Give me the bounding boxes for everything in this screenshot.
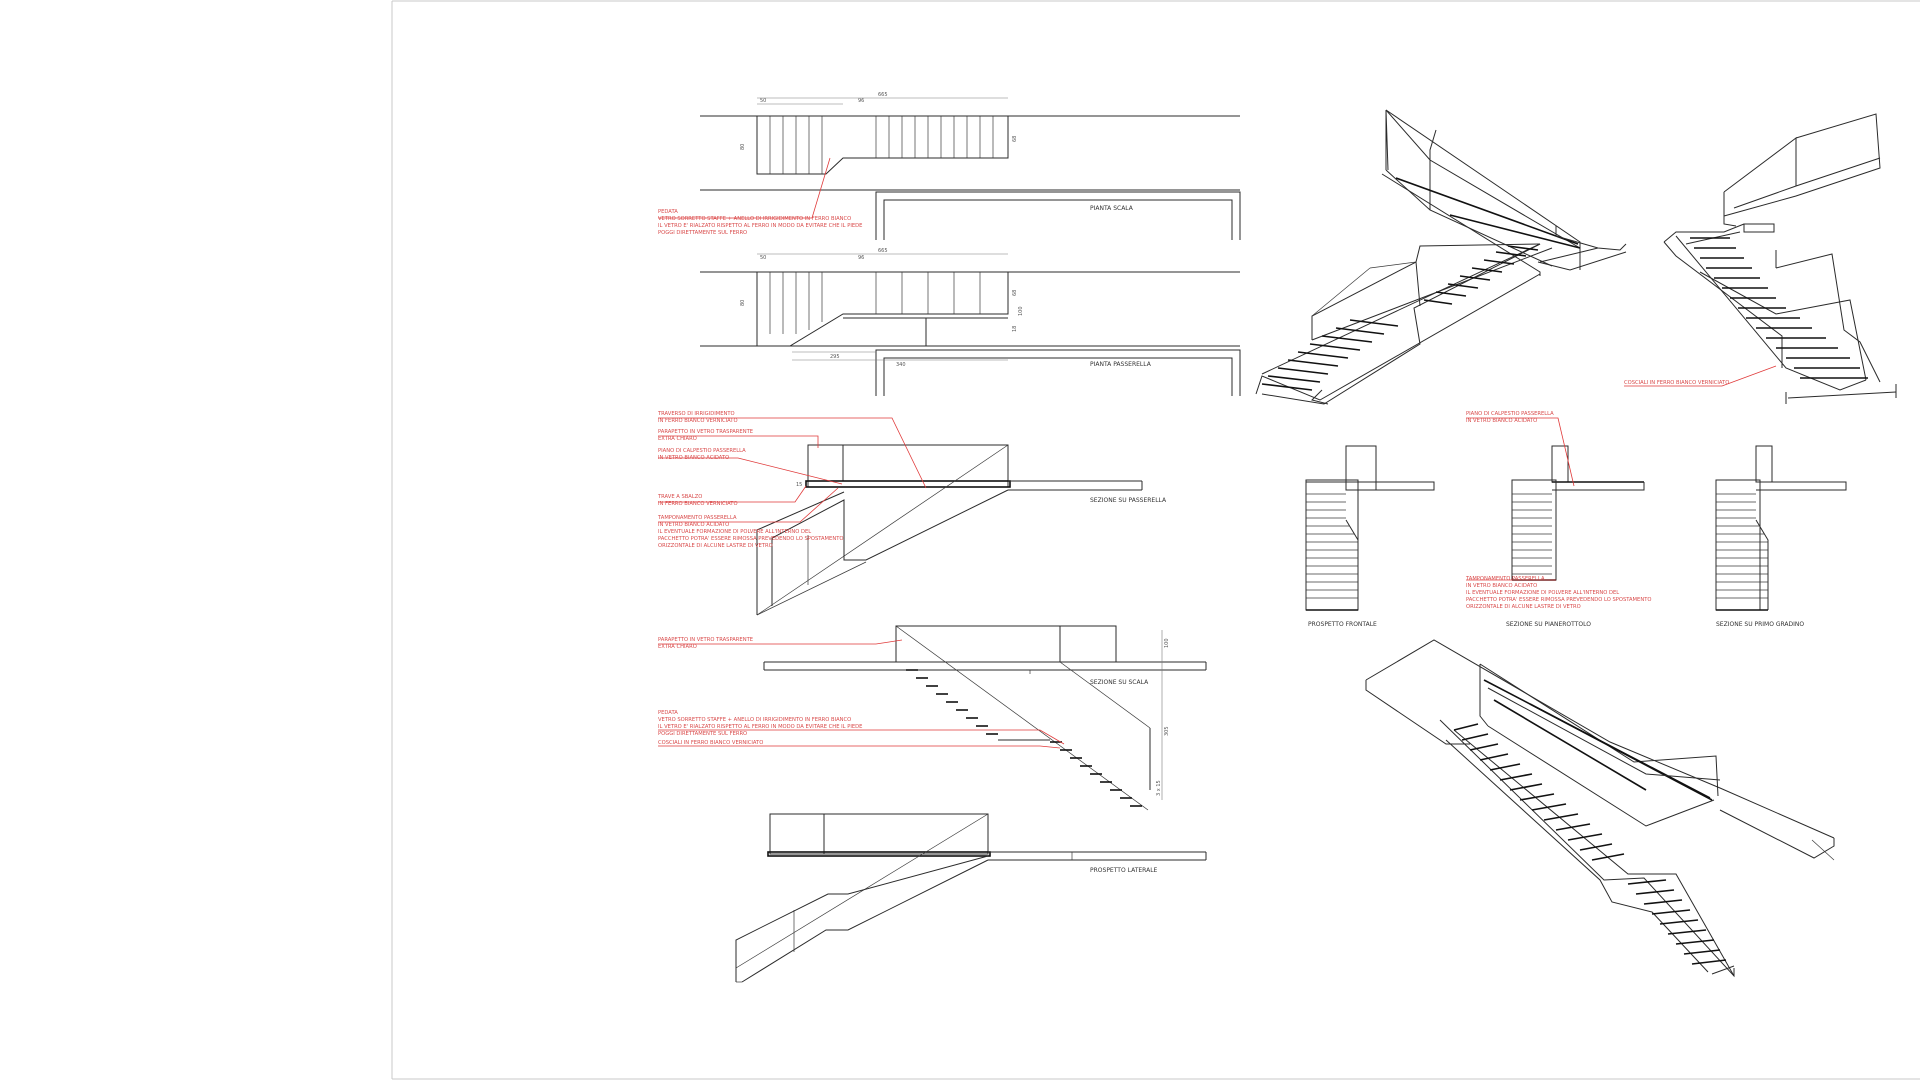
title-pianta-passerella: PIANTA PASSERELLA <box>1090 361 1152 368</box>
title-pianta-scala: PIANTA SCALA <box>1090 205 1134 212</box>
note-cosciali-a: COSCIALI IN FERRO BIANCO VERNICIATO <box>658 740 1061 749</box>
dim-295: 295 <box>830 354 840 360</box>
title-prospetto-laterale: PROSPETTO LATERALE <box>1090 867 1158 874</box>
dim-tread: 3 x 15 <box>1156 780 1162 796</box>
front-treads <box>1306 493 1358 599</box>
dim-rise: 305 <box>1164 726 1170 736</box>
note-line: IL VETRO E' RIALZATO RISPETTO AL FERRO I… <box>658 223 862 229</box>
landing-treads <box>1512 493 1552 575</box>
note-line: IN VETRO BIANCO ACIDATO <box>658 455 729 461</box>
dim-height-c: 80 <box>740 300 746 306</box>
note-line: TRAVE A SBALZO <box>657 494 702 500</box>
dim-15: 15 <box>796 482 802 488</box>
note-line: TRAVERSO DI IRRIGIDIMENTO <box>657 411 735 417</box>
dim-height-a: 80 <box>740 144 746 150</box>
axo-c-treads-lower <box>1627 879 1727 965</box>
note-line: TAMPONAMENTO PASSERELLA <box>657 515 737 521</box>
note-line: IN FERRO BIANCO VERNICIATO <box>658 418 738 424</box>
title-sezione-scala: SEZIONE SU SCALA <box>1090 679 1149 686</box>
section-first-step: SEZIONE SU PRIMO GRADINO <box>1715 445 1847 628</box>
dim-340: 340 <box>896 362 906 368</box>
note-parapetto-a: PARAPETTO IN VETRO TRASPARENTE EXTRA CHI… <box>658 429 819 448</box>
note-line: PARAPETTO IN VETRO TRASPARENTE <box>658 637 753 643</box>
dim-section-h: 100 <box>1164 638 1170 648</box>
note-line: PARAPETTO IN VETRO TRASPARENTE <box>658 429 753 435</box>
note-line: IN VETRO BIANCO ACIDATO <box>1466 583 1537 589</box>
stair-treads-plan-a <box>769 116 994 174</box>
dim-18: 18 <box>1012 326 1018 332</box>
title-sezione-primo-gradino: SEZIONE SU PRIMO GRADINO <box>1716 621 1804 628</box>
note-traverso: TRAVERSO DI IRRIGIDIMENTO IN FERRO BIANC… <box>657 411 927 489</box>
note-piano-a: PIANO DI CALPESTIO PASSERELLA IN VETRO B… <box>658 448 843 485</box>
title-sezione-passerella: SEZIONE SU PASSERELLA <box>1090 497 1167 504</box>
note-line: COSCIALI IN FERRO BIANCO VERNICIATO <box>658 740 763 746</box>
note-trave: TRAVE A SBALZO IN FERRO BIANCO VERNICIAT… <box>657 485 807 507</box>
note-line: IL EVENTUALE FORMAZIONE DI POLVERE ALL'I… <box>658 529 811 535</box>
section-stair: 100 305 3 x 15 SEZIONE SU SCALA <box>763 625 1207 811</box>
axo-c-treads-upper <box>1453 723 1625 861</box>
note-line: COSCIALI IN FERRO BIANCO VERNICIATO <box>1624 380 1729 386</box>
note-line: ORIZZONTALE DI ALCUNE LASTRE DI VETRO <box>658 543 773 549</box>
dim-mid-a: 96 <box>858 98 864 104</box>
note-pedata-bottom: PEDATA VETRO SORRETTO STAFFE + ANELLO DI… <box>658 710 1065 745</box>
note-line: IN VETRO BIANCO ACIDATO <box>1466 418 1537 424</box>
note-line: IL EVENTUALE FORMAZIONE DI POLVERE ALL'I… <box>1466 590 1619 596</box>
stair-treads-plan-b <box>769 272 981 334</box>
plan-walkway: 665 50 96 295 340 80 68 100 18 PIANTA PA… <box>700 248 1241 396</box>
note-line: EXTRA CHIARO <box>658 644 697 650</box>
dim-overall-b: 665 <box>878 248 888 254</box>
stair-treads-section <box>906 669 1142 807</box>
note-tamponamento-a: TAMPONAMENTO PASSERELLA IN VETRO BIANCO … <box>657 487 843 549</box>
section-landing: SEZIONE SU PIANEROTTOLO <box>1506 445 1645 628</box>
plan-stair: 665 50 96 80 68 PIANTA SCALA <box>700 92 1241 240</box>
note-line: VETRO SORRETTO STAFFE + ANELLO DI IRRIGI… <box>658 717 851 723</box>
dim-height-d: 68 <box>1012 290 1018 296</box>
note-line: EXTRA CHIARO <box>658 436 697 442</box>
dim-overall-a: 665 <box>878 92 888 98</box>
note-cosciali-b: COSCIALI IN FERRO BIANCO VERNICIATO <box>1624 365 1777 387</box>
note-line: POGGI DIRETTAMENTE SUL FERRO <box>658 731 747 737</box>
section-walkway: 15 SEZIONE SU PASSERELLA <box>756 444 1167 616</box>
axo-a-treads <box>1261 245 1539 391</box>
note-line: PACCHETTO POTRA' ESSERE RIMOSSA PREVEDEN… <box>658 536 843 542</box>
note-line: PEDATA <box>658 209 678 215</box>
note-line: IN FERRO BIANCO VERNICIATO <box>658 501 738 507</box>
axonometric-view-b <box>1663 113 1897 404</box>
elevation-side: PROSPETTO LATERALE <box>735 813 1207 983</box>
dim-left-a: 50 <box>760 98 766 104</box>
sheet-frame <box>391 0 1920 1080</box>
axo-b-treads <box>1690 237 1868 379</box>
note-tamponamento-b: TAMPONAMENTO PASSERELLA IN VETRO BIANCO … <box>1465 576 1651 610</box>
title-sezione-pianerottolo: SEZIONE SU PIANEROTTOLO <box>1506 621 1591 628</box>
elevation-front: PROSPETTO FRONTALE <box>1305 445 1435 628</box>
title-prospetto-frontale: PROSPETTO FRONTALE <box>1308 621 1377 628</box>
note-line: IL VETRO E' RIALZATO RISPETTO AL FERRO I… <box>658 724 862 730</box>
note-line: PACCHETTO POTRA' ESSERE RIMOSSA PREVEDEN… <box>1466 597 1651 603</box>
dim-left-b: 50 <box>760 255 766 261</box>
note-line: PIANO DI CALPESTIO PASSERELLA <box>658 448 746 454</box>
dim-mid-b: 96 <box>858 255 864 261</box>
dim-height-b: 68 <box>1012 136 1018 142</box>
axonometric-view-a <box>1255 109 1627 405</box>
note-parapetto-b: PARAPETTO IN VETRO TRASPARENTE EXTRA CHI… <box>658 637 903 650</box>
note-line: ORIZZONTALE DI ALCUNE LASTRE DI VETRO <box>1466 604 1581 610</box>
note-piano-b: PIANO DI CALPESTIO PASSERELLA IN VETRO B… <box>1466 411 1575 487</box>
note-line: IN VETRO BIANCO ACIDATO <box>658 522 729 528</box>
note-line: POGGI DIRETTAMENTE SUL FERRO <box>658 230 747 236</box>
note-line: TAMPONAMENTO PASSERELLA <box>1465 576 1545 582</box>
note-pedata-top: PEDATA VETRO SORRETTO STAFFE + ANELLO DI… <box>658 157 862 236</box>
dim-100: 100 <box>1018 306 1024 316</box>
note-line: PIANO DI CALPESTIO PASSERELLA <box>1466 411 1554 417</box>
axonometric-view-c <box>1365 639 1835 978</box>
first-step-treads <box>1716 493 1768 599</box>
note-line: VETRO SORRETTO STAFFE + ANELLO DI IRRIGI… <box>658 216 851 222</box>
note-line: PEDATA <box>658 710 678 716</box>
